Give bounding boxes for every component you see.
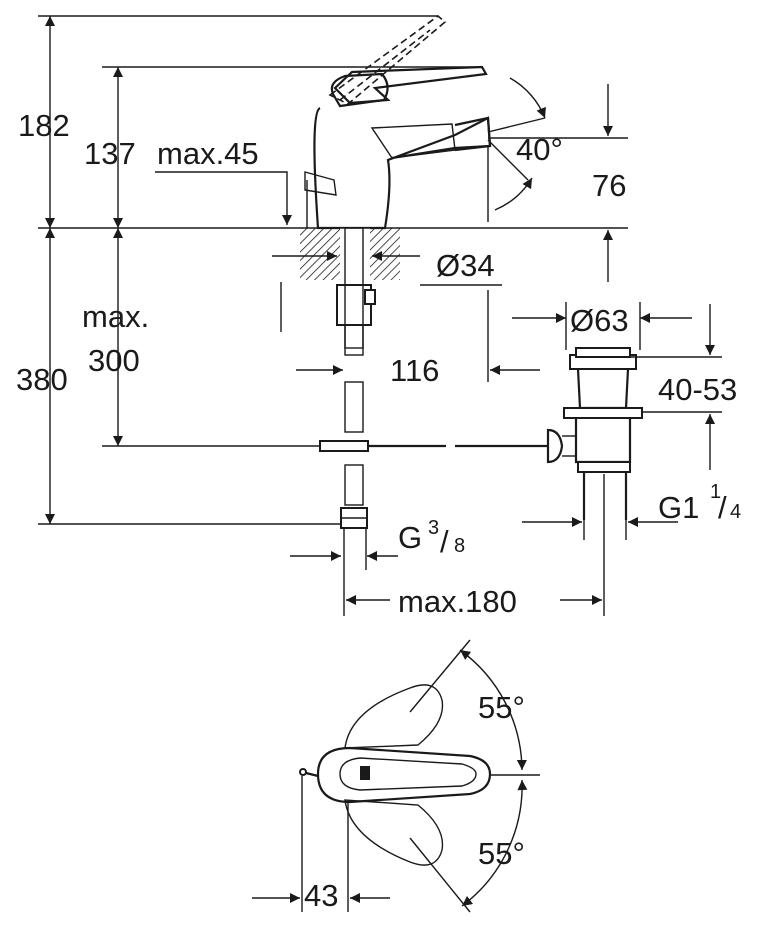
label-angle-55-bottom: 55°	[478, 836, 525, 871]
pivot-nut	[546, 428, 564, 464]
top-view-body	[316, 746, 492, 804]
svg-text:G1: G1	[658, 490, 699, 525]
label-g1-1-4: G1 1 / 4	[658, 481, 741, 525]
faucet-top-view	[252, 639, 540, 913]
faucet-side-view	[300, 14, 548, 529]
label-angle-55-top: 55°	[478, 690, 525, 725]
label-76: 76	[592, 168, 626, 203]
label-40-53: 40-53	[658, 372, 737, 407]
label-182: 182	[18, 108, 70, 143]
label-max180: max.180	[398, 584, 517, 619]
label-angle-40: 40°	[516, 132, 563, 167]
lever-left-position	[344, 684, 444, 749]
dimension-labels: 182 137 max.45 40° 76 Ø34 max. 300 380 Ø…	[16, 108, 741, 913]
label-max: max.	[82, 299, 149, 334]
waste-flange-nut	[563, 407, 643, 419]
svg-text:/: /	[440, 524, 449, 559]
svg-text:4: 4	[730, 501, 741, 523]
svg-text:G: G	[398, 520, 422, 555]
label-300: 300	[88, 343, 140, 378]
label-g-3-8: G 3 / 8	[398, 517, 465, 559]
label-dia63: Ø63	[570, 303, 629, 338]
label-43: 43	[304, 878, 338, 913]
lever-raised-outline	[328, 14, 447, 105]
label-116: 116	[390, 353, 439, 388]
dimension-lines	[38, 15, 722, 616]
supply-hose-bottom	[344, 381, 364, 433]
lever-right-position	[344, 799, 444, 866]
label-137: 137	[84, 136, 136, 171]
label-dia34: Ø34	[436, 248, 495, 283]
svg-text:3: 3	[428, 517, 439, 539]
svg-text:8: 8	[454, 535, 465, 557]
svg-text:/: /	[718, 490, 727, 525]
lever-outline	[333, 65, 488, 105]
label-max45: max.45	[157, 136, 259, 171]
svg-text:1: 1	[710, 481, 721, 503]
label-380: 380	[16, 362, 68, 397]
popup-waste	[546, 347, 643, 616]
